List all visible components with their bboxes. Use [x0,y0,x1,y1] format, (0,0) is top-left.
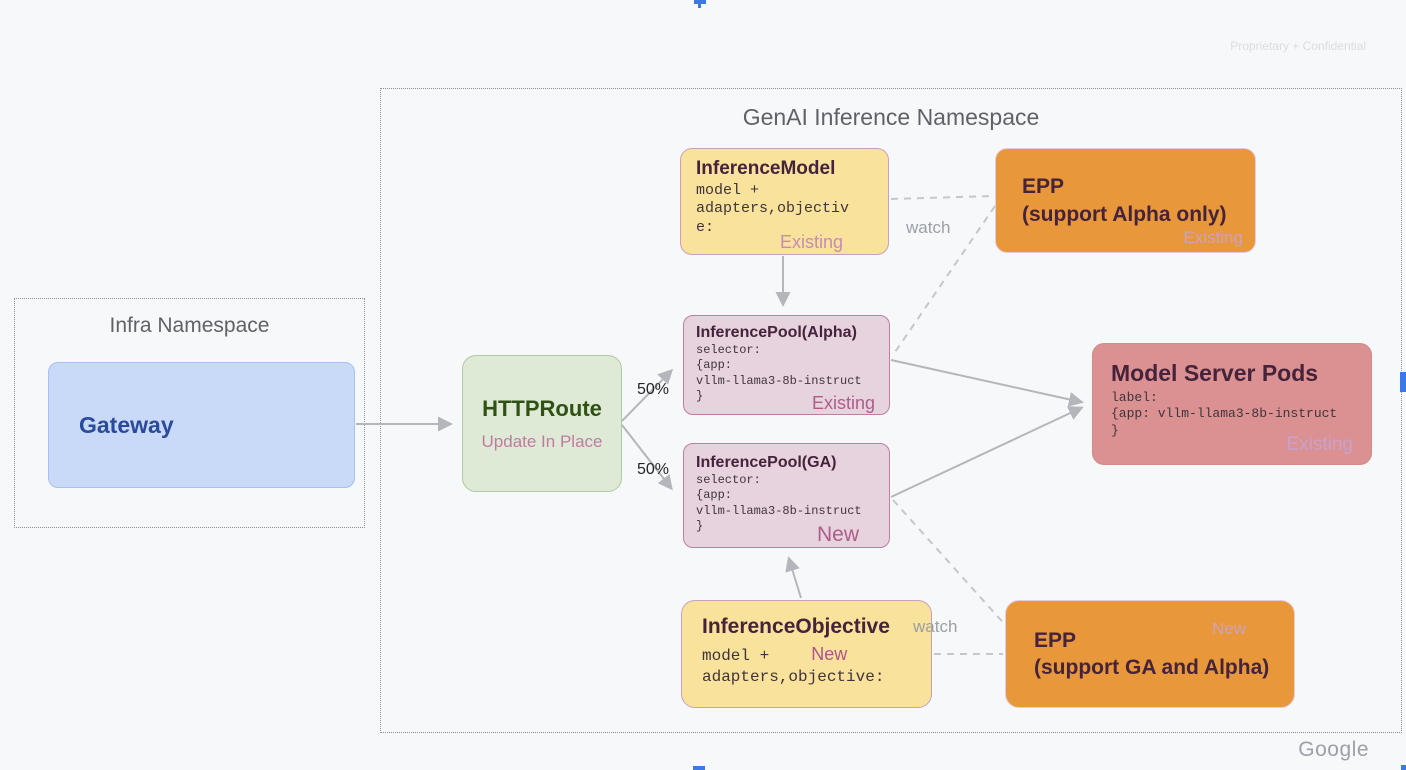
arrow-httproute-to-pool-alpha [621,368,674,422]
inference-objective-status-badge: New [811,644,848,664]
genai-namespace-title: GenAI Inference Namespace [742,104,1040,130]
selection-handle-top-tick[interactable] [698,4,701,8]
epp-ga-shape[interactable]: EPP (support GA and Alpha) New [1005,600,1295,708]
pool-alpha-title: InferencePool(Alpha) [696,324,857,341]
proprietary-confidential-label: Proprietary + Confidential [1230,39,1366,53]
dashed-inferencemodel-to-epp-alpha [890,195,994,200]
selection-handle-corner[interactable] [1401,765,1406,770]
watch-label-bottom: watch [913,617,958,636]
inference-objective-body-text1: model + [702,647,770,665]
pool-ga-status-badge: New [816,523,859,546]
model-server-pods-body-line: {app: vllm-llama3-8b-instruct [1111,406,1338,422]
gateway-shape[interactable]: Gateway [48,362,355,488]
inference-model-status-badge: Existing [779,232,843,252]
pool-alpha-shape[interactable]: InferencePool(Alpha) selector: {app: vll… [683,315,890,415]
arrow-pool-alpha-to-pods [890,359,1084,407]
infra-namespace-frame[interactable] [14,298,365,528]
model-server-pods-status-badge: Existing [1286,434,1353,455]
arrow-inferenceobjective-to-pool-ga [785,556,802,599]
httproute-subtitle: Update In Place [481,431,603,451]
genai-namespace-frame[interactable] [380,88,1402,733]
inference-model-body-line: e: [696,218,715,236]
httproute-shape[interactable]: HTTPRoute Update In Place [462,355,622,492]
selection-handle-bottom[interactable] [693,766,705,770]
pool-ga-title: InferencePool(GA) [696,454,837,471]
selection-handle-right[interactable] [1400,372,1406,392]
epp-ga-title-line1: EPP [1034,628,1077,652]
inference-model-body-line: adapters,objectiv [696,200,850,218]
dashed-epp-alpha-to-pool-alpha [892,205,996,356]
model-server-pods-body-line: } [1111,422,1119,438]
inference-model-body-line: model + [696,182,760,199]
selection-handle-top[interactable] [694,0,706,4]
pool-alpha-status-badge: Existing [811,393,875,413]
infra-namespace-title: Infra Namespace [109,314,270,337]
watch-label-top: watch [906,218,951,237]
pool-alpha-body-line: selector: [696,343,761,357]
pool-ga-body-line: vllm-llama3-8b-instruct [696,503,862,518]
pool-ga-body-line: } [696,519,704,534]
pool-ga-body-line: {app: [696,488,733,503]
split-percentage-bottom: 50% [637,461,670,478]
pool-ga-body-line: selector: [696,473,761,487]
arrow-httproute-to-pool-ga [621,424,673,491]
pool-alpha-body-line: vllm-llama3-8b-instruct [696,373,862,388]
epp-ga-status-badge: New [1211,619,1246,638]
epp-alpha-title-line1: EPP [1022,175,1065,199]
epp-alpha-title-line2: (support Alpha only) [1022,202,1227,226]
inference-model-title: InferenceModel [696,158,836,179]
gateway-label: Gateway [79,411,174,438]
arrow-pool-ga-to-pods [890,406,1084,498]
model-server-pods-title: Model Server Pods [1111,360,1319,386]
pool-ga-shape[interactable]: InferencePool(GA) selector: {app: vllm-l… [683,443,890,548]
inference-objective-body-line2: adapters,objective: [702,667,885,686]
epp-alpha-status-badge: Existing [1183,228,1243,247]
model-server-pods-shape[interactable]: Model Server Pods label: {app: vllm-llam… [1092,343,1372,465]
epp-alpha-shape[interactable]: EPP (support Alpha only) Existing [995,148,1256,253]
inference-objective-body-line1: model + New [702,643,911,667]
model-server-pods-body-line: label: [1111,390,1158,405]
pool-alpha-body-line: {app: [696,358,733,373]
pool-alpha-body-line: } [696,389,704,404]
dashed-pool-ga-to-epp-ga [892,499,1009,629]
inference-objective-shape[interactable]: InferenceObjective model + New adapters,o… [681,600,932,708]
inference-objective-title: InferenceObjective [702,615,890,638]
httproute-title: HTTPRoute [482,395,602,421]
split-percentage-top: 50% [637,381,670,398]
inference-model-shape[interactable]: InferenceModel model + adapters,objectiv… [680,148,889,255]
google-logo: Google [1298,738,1369,761]
epp-ga-title-line2: (support GA and Alpha) [1034,656,1270,679]
